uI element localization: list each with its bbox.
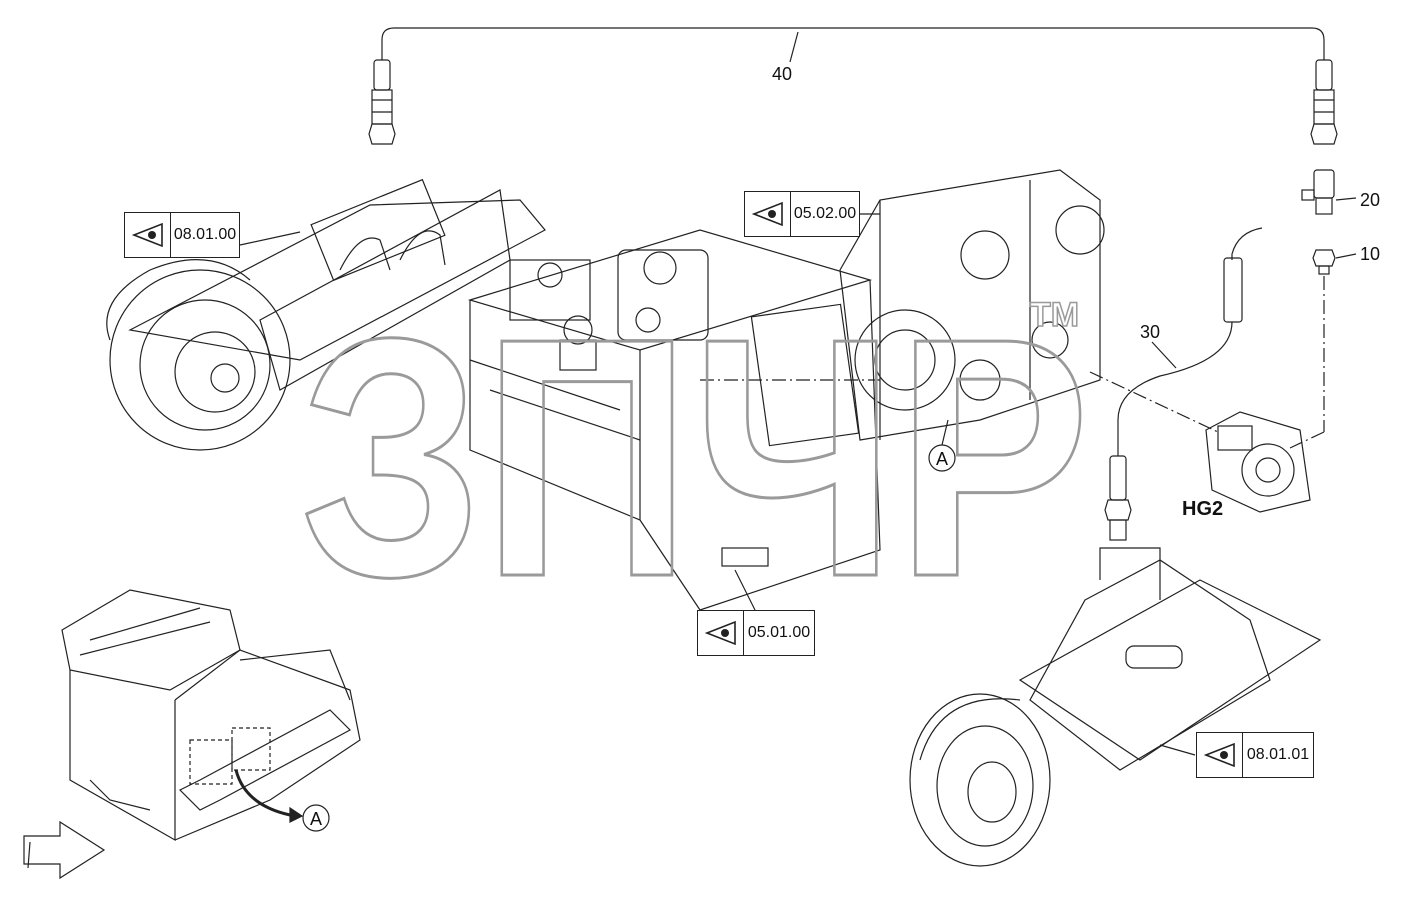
watermark-logo: ЗПЧР: [300, 295, 1092, 585]
hydraulic-tank: [467, 229, 881, 611]
eye-icon: [1197, 733, 1243, 777]
assembly-label-hg2: HG2: [1182, 498, 1224, 520]
hose-30: [1117, 321, 1233, 456]
ref-code: 08.01.00: [173, 226, 237, 243]
nipple-10: [1312, 249, 1357, 275]
eye-icon: [745, 192, 791, 236]
machine-overview: [61, 589, 361, 842]
ref-box-08-01-00[interactable]: 08.01.00: [124, 212, 240, 258]
left-track-drive: [106, 178, 546, 451]
ref-code: 08.01.01: [1246, 746, 1310, 763]
centre-lines: [700, 276, 1325, 449]
leader-08-01-01: [1159, 744, 1196, 756]
ref-box-05-01-00[interactable]: 05.01.00: [697, 610, 815, 656]
ref-box-05-02-00[interactable]: 05.02.00: [744, 191, 860, 237]
callout-10: 10: [1360, 244, 1381, 264]
callout-40: 40: [772, 64, 793, 84]
eye-icon: [698, 611, 744, 655]
pump-hg2: [1205, 411, 1311, 513]
view-marker-bottom: A: [310, 809, 322, 829]
hose-fitting-left: [368, 59, 396, 145]
watermark-tm: TM: [1029, 295, 1080, 335]
leader-40: [789, 31, 799, 63]
hose-30-fitting-top: [1223, 257, 1243, 323]
ref-code: 05.01.00: [747, 624, 811, 641]
view-direction-arrow: [23, 820, 106, 880]
view-marker-circle-bottom: [302, 804, 330, 832]
hose-40: [381, 27, 1325, 60]
leader-05-01-00: [734, 569, 756, 611]
watermark-text: ЗПЧР: [300, 295, 1090, 585]
ref-box-08-01-01[interactable]: 08.01.01: [1196, 732, 1314, 778]
pump-gearbox: [839, 169, 1105, 441]
callout-20: 20: [1360, 190, 1381, 210]
leader-30: [1151, 341, 1177, 369]
leader-view-marker: [941, 419, 949, 446]
hose-fitting-right: [1310, 59, 1338, 145]
leader-08-01-00: [239, 231, 301, 246]
tee-fitting-20: [1301, 169, 1357, 215]
hose-30-fitting-bottom: [1104, 455, 1132, 541]
right-track-drive: [909, 547, 1322, 867]
ref-code: 05.02.00: [793, 205, 857, 222]
callout-30: 30: [1140, 322, 1161, 342]
eye-icon: [125, 213, 171, 257]
hose-30-elbow: [1231, 227, 1263, 260]
view-marker-top: A: [936, 449, 948, 469]
